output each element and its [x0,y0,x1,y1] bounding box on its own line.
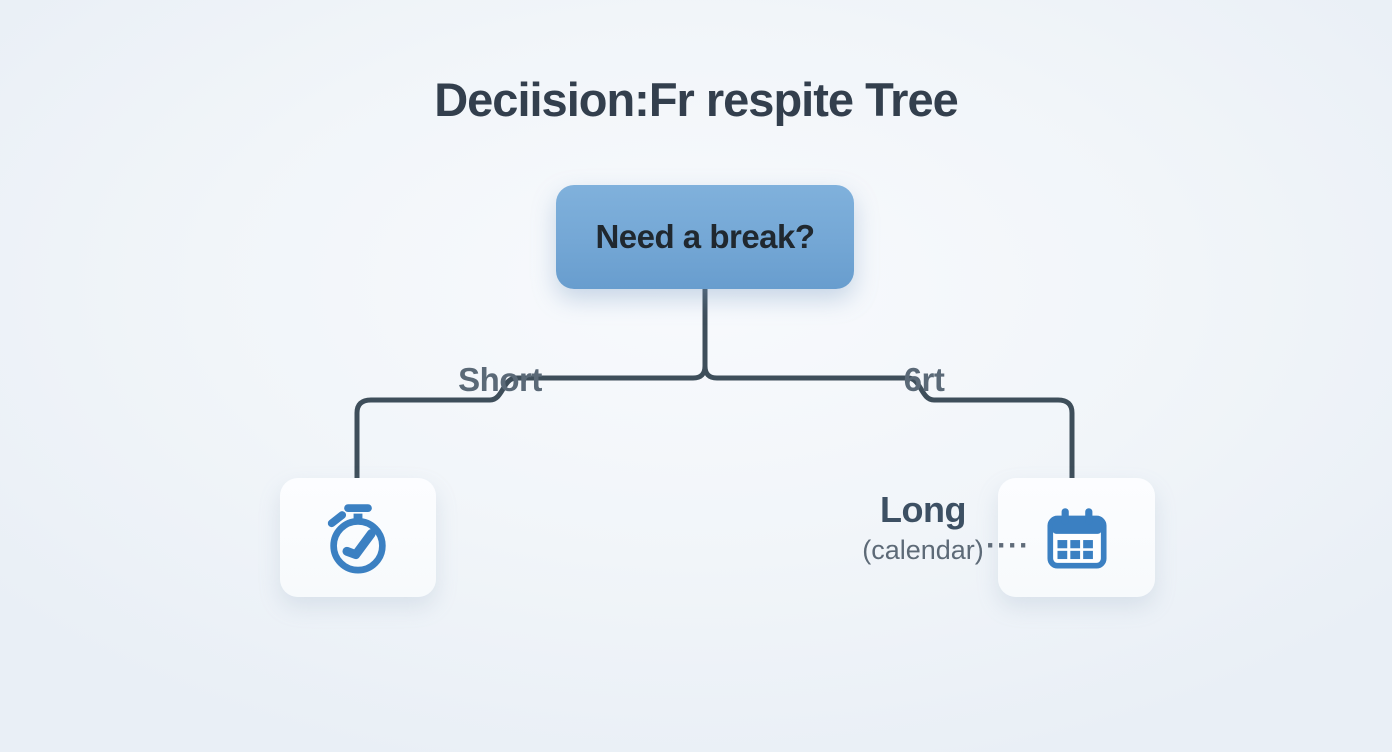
short-break-node-card [280,478,436,597]
page-title: Deciision:Fr respite Tree [434,73,959,126]
connector-right-branch [702,289,1075,481]
dotted-leader: ···· [986,529,1030,562]
calendar-icon [1040,500,1114,576]
long-break-node-card [998,478,1155,597]
branch-label-right: 6rt [903,361,945,398]
long-break-subtitle: (calendar) [862,534,984,565]
long-break-title: Long [880,489,966,530]
stopwatch-icon [318,497,398,579]
root-node-need-a-break: Need a break? [556,185,854,289]
root-node-label: Need a break? [595,218,815,255]
connector-left-branch [354,289,708,481]
long-break-text-block: Long (calendar) [845,490,1001,566]
branch-label-short: Short [458,361,542,398]
